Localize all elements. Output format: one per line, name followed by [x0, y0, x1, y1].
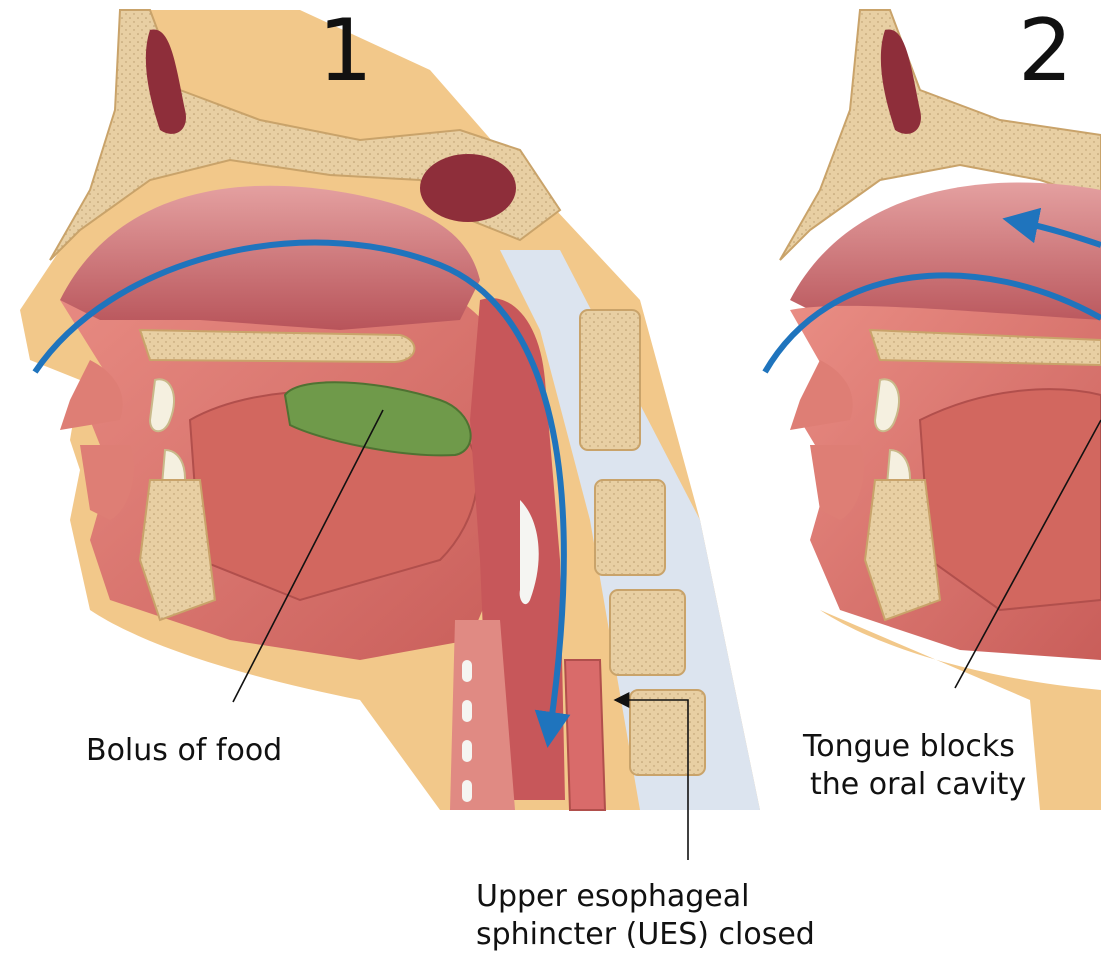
tongue-label-line2: the oral cavity — [810, 766, 1026, 804]
sphenoid-sinus — [420, 154, 516, 222]
ues-label-line2: sphincter (UES) closed — [476, 916, 815, 954]
panel-2-anatomy — [765, 10, 1101, 810]
tongue-label-line1: Tongue blocks — [803, 728, 1015, 766]
panel-number-1: 1 — [318, 8, 373, 94]
esophagus — [565, 660, 605, 810]
bolus-label: Bolus of food — [86, 732, 282, 770]
panel-number-2: 2 — [1018, 8, 1073, 94]
ues-label-line1: Upper esophageal — [476, 878, 749, 916]
hard-palate — [140, 330, 414, 362]
